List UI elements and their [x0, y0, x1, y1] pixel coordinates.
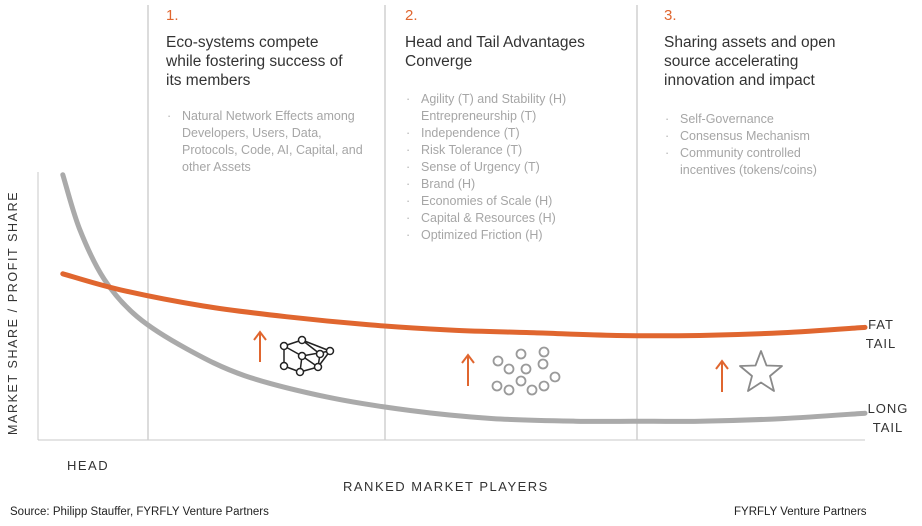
list-item: Sense of Urgency (T)	[405, 159, 605, 176]
network-cube-icon	[279, 335, 335, 377]
section-1-heading-line: Eco-systems compete	[166, 34, 319, 51]
section-2-heading-line: Head and Tail Advantages	[405, 34, 585, 51]
circles-cluster-icon	[491, 346, 561, 396]
x-axis-start-label: HEAD	[67, 458, 110, 473]
section-2-heading: Head and Tail Advantages Converge	[405, 33, 585, 71]
long-tail-label-line: TAIL	[872, 420, 904, 435]
fat-tail-label-line: TAIL	[865, 336, 897, 351]
list-item: Independence (T)	[405, 125, 605, 142]
long-tail-curve	[60, 172, 868, 424]
long-tail-label: LONG TAIL	[862, 399, 914, 437]
list-item: Risk Tolerance (T)	[405, 142, 605, 159]
source-note: Source: Philipp Stauffer, FYRFLY Venture…	[10, 506, 269, 518]
up-arrow-icon	[715, 359, 729, 392]
section-3-heading-line: innovation and impact	[664, 72, 815, 89]
section-3-number: 3.	[664, 7, 677, 24]
section-1-heading-line: its members	[166, 72, 251, 89]
section-3-heading-line: source accelerating	[664, 53, 799, 70]
list-item: Self-Governance	[664, 111, 854, 128]
section-3-bullets: Self-Governance Consensus Mechanism Comm…	[664, 111, 854, 179]
section-1-bullets: Natural Network Effects among Developers…	[166, 108, 366, 176]
section-3-heading: Sharing assets and open source accelerat…	[664, 33, 835, 90]
list-item: Consensus Mechanism	[664, 128, 854, 145]
x-axis-label: RANKED MARKET PLAYERS	[343, 479, 549, 494]
section-1-heading: Eco-systems compete while fostering succ…	[166, 33, 343, 90]
footer-credit: FYRFLY Venture Partners	[734, 506, 867, 518]
list-item: Natural Network Effects among Developers…	[166, 108, 366, 176]
section-1-heading-line: while fostering success of	[166, 53, 343, 70]
up-arrow-icon	[461, 353, 475, 386]
long-tail-label-line: LONG	[867, 401, 909, 416]
up-arrow-icon	[253, 330, 267, 362]
fat-tail-label: FAT TAIL	[858, 315, 904, 353]
fat-tail-curve	[60, 271, 868, 339]
fat-tail-label-line: FAT	[868, 317, 894, 332]
section-2-bullets: Agility (T) and Stability (H) Entreprene…	[405, 91, 605, 244]
star-icon	[739, 350, 783, 392]
list-item: Optimized Friction (H)	[405, 227, 605, 244]
list-item: Community controlled incentives (tokens/…	[664, 145, 854, 179]
section-2-heading-line: Converge	[405, 53, 473, 70]
section-1-number: 1.	[166, 7, 179, 24]
y-axis-label: MARKET SHARE / PROFIT SHARE	[6, 190, 20, 435]
section-3-heading-line: Sharing assets and open	[664, 34, 836, 51]
section-2-number: 2.	[405, 7, 418, 24]
list-item: Economies of Scale (H)	[405, 193, 605, 210]
list-item: Agility (T) and Stability (H) Entreprene…	[405, 91, 605, 125]
list-item: Brand (H)	[405, 176, 605, 193]
list-item: Capital & Resources (H)	[405, 210, 605, 227]
